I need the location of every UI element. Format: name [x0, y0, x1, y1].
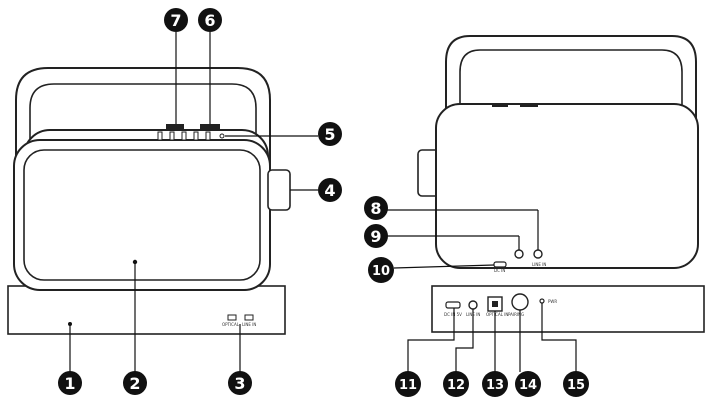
callout-1: 1: [58, 371, 82, 395]
svg-text:12: 12: [447, 378, 465, 393]
front-speaker-grille: [23, 149, 261, 281]
svg-text:15: 15: [567, 378, 585, 393]
base-optical-port: [227, 314, 237, 321]
top-slot-7: [166, 124, 184, 130]
front-view: OPTICAL LINE IN: [7, 8, 342, 395]
svg-text:2: 2: [129, 374, 140, 393]
svg-text:1: 1: [64, 374, 75, 393]
base-linein-jack: [468, 300, 478, 310]
leader-1-dot: [68, 322, 72, 326]
speaker-linein-jack: [533, 249, 543, 259]
top-button: [181, 131, 187, 141]
base-pair-label: PAIRING: [508, 312, 524, 317]
callout-14: 14: [515, 371, 541, 397]
leader-12: [455, 309, 474, 372]
back-handle-inner: [459, 49, 683, 110]
callout-3: 3: [228, 371, 252, 395]
speaker-dc-port: [493, 261, 507, 268]
svg-text:13: 13: [486, 378, 504, 393]
callout-9: 9: [364, 224, 388, 248]
base-optical-label: OPTICAL IN: [486, 312, 508, 317]
back-top-slot-b: [520, 103, 538, 107]
top-led: [219, 133, 225, 139]
top-slot-6: [200, 124, 220, 130]
top-button: [205, 131, 211, 141]
base-linein-label: LINE IN: [242, 322, 256, 327]
top-button: [169, 131, 175, 141]
top-button-row: [157, 131, 225, 141]
base-led-label: PWR: [548, 299, 557, 304]
back-view: DC IN LINE IN DC IN 5V LINE IN OPTICAL I…: [364, 35, 705, 397]
callout-2: 2: [123, 371, 147, 395]
back-handle: [445, 35, 697, 120]
base-optical-label: OPTICAL: [222, 322, 240, 327]
leader-15: [541, 303, 577, 372]
side-volume-knob: [267, 169, 291, 211]
callout-5: 5: [318, 122, 342, 146]
svg-text:10: 10: [372, 264, 390, 279]
callout-4: 4: [318, 178, 342, 202]
speaker-headphone-jack: [514, 249, 524, 259]
front-base-station: [7, 285, 286, 335]
callout-11: 11: [395, 371, 421, 397]
svg-text:9: 9: [370, 227, 381, 246]
leader-10: [393, 264, 495, 269]
back-top-slot-a: [492, 103, 508, 107]
top-button: [193, 131, 199, 141]
svg-text:6: 6: [204, 11, 215, 30]
svg-text:4: 4: [324, 181, 335, 200]
back-base-station: [431, 285, 705, 333]
callout-12: 12: [443, 371, 469, 397]
base-power-led: [539, 298, 545, 304]
svg-text:3: 3: [234, 374, 245, 393]
back-speaker-body: [435, 103, 699, 269]
front-handle: [15, 67, 271, 210]
svg-text:14: 14: [519, 378, 537, 393]
speaker-linein-label: LINE IN: [532, 262, 546, 267]
callout-15: 15: [563, 371, 589, 397]
svg-text:11: 11: [399, 378, 417, 393]
base-pair-button: [511, 293, 529, 311]
callout-6: 6: [198, 8, 222, 32]
speaker-dc-label: DC IN: [494, 268, 505, 273]
callout-8: 8: [364, 196, 388, 220]
svg-text:7: 7: [170, 11, 181, 30]
svg-text:5: 5: [324, 125, 335, 144]
svg-text:8: 8: [370, 199, 381, 218]
callout-10: 10: [368, 257, 394, 283]
base-dc-label: DC IN 5V: [444, 312, 462, 317]
base-linein-port: [244, 314, 254, 321]
leader-11: [407, 308, 455, 372]
base-optical-inner: [492, 301, 498, 307]
base-dc-port: [445, 301, 461, 309]
callout-7: 7: [164, 8, 188, 32]
front-handle-inner: [29, 83, 257, 210]
top-button: [157, 131, 163, 141]
callout-13: 13: [482, 371, 508, 397]
